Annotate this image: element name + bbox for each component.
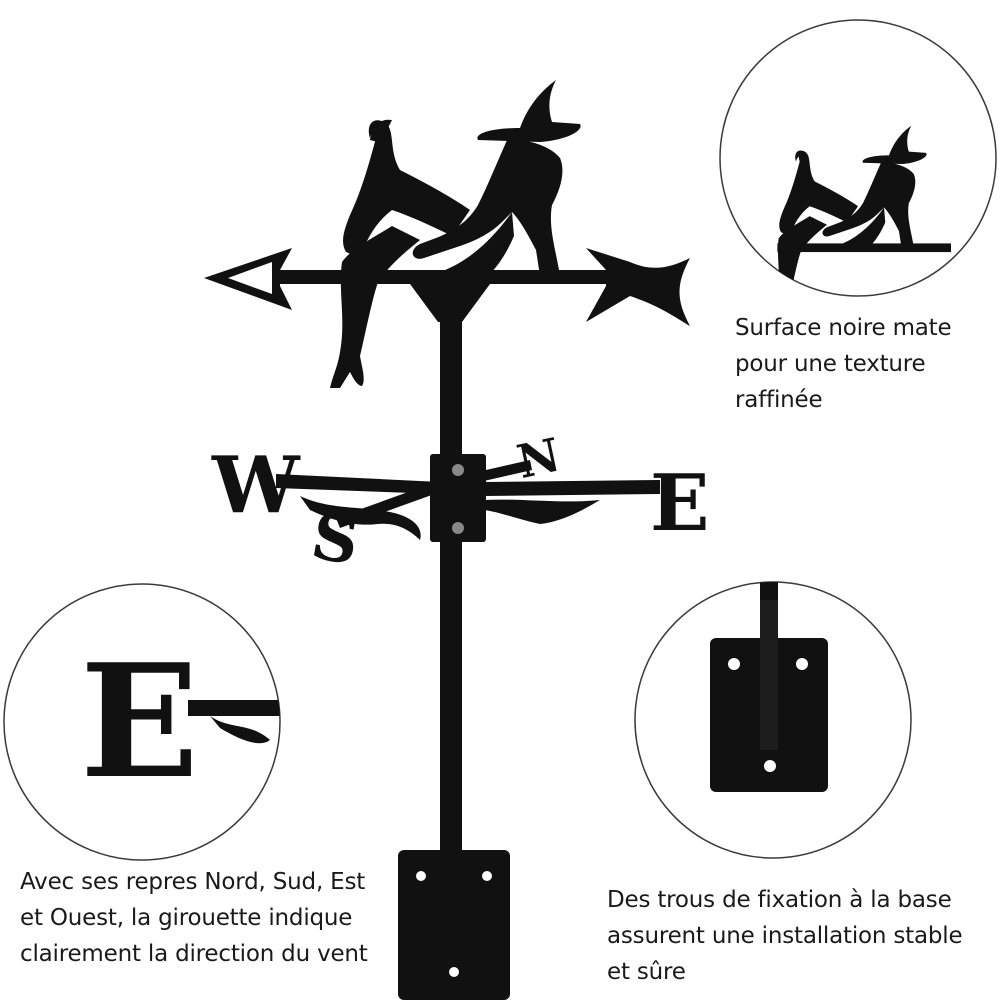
caption-surface: Surface noire mate pour une texture raff… (735, 310, 952, 418)
compass-north-letter: N (512, 427, 564, 489)
caption-line: clairement la direction du vent (20, 941, 368, 967)
caption-line: raffinée (735, 387, 823, 413)
pole (440, 318, 462, 858)
caption-line: Des trous de fixation à la base (607, 887, 952, 913)
detail-circle-mounting (634, 581, 912, 859)
caption-line: assurent une installation stable (607, 923, 963, 949)
caption-line: et sûre (607, 959, 686, 985)
hub-block (430, 454, 486, 542)
arrow-head (204, 248, 292, 310)
compass-east-letter: E (650, 458, 709, 549)
caption-line: Surface noire mate (735, 315, 952, 341)
caption-line: pour une texture (735, 351, 926, 377)
arrow-tail (586, 248, 690, 326)
caption-line: et Ouest, la girouette indique (20, 905, 353, 931)
arrow-shaft (278, 270, 608, 284)
caption-directions: Avec ses repres Nord, Sud, Est et Ouest,… (20, 864, 368, 972)
detail-circle-surface (719, 19, 997, 297)
caption-mounting: Des trous de fixation à la base assurent… (607, 882, 963, 990)
compass-west-letter: W (211, 440, 301, 531)
detail-east-letter: E (80, 630, 199, 813)
weathervane (204, 80, 690, 1000)
base-plate (398, 850, 510, 1000)
detail-witch-silhouette (771, 125, 951, 296)
detail-circle-directions: E (3, 583, 281, 861)
caption-line: Avec ses repres Nord, Sud, Est (20, 869, 366, 895)
